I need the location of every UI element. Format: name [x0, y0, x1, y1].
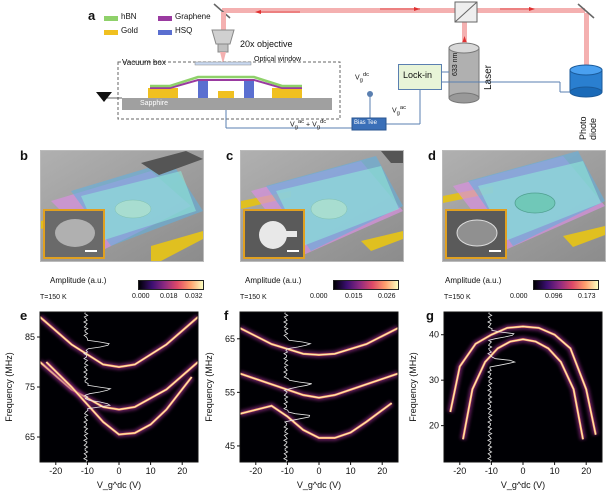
panel-label-d: d — [428, 148, 436, 163]
colorbar-tick: 0.032 — [185, 293, 203, 300]
mode-core — [40, 316, 198, 368]
vdc-label: Vgdc — [355, 72, 370, 84]
laser-label: Laser — [483, 64, 494, 90]
mode-core — [449, 326, 597, 435]
device-render-c — [240, 150, 404, 262]
sapphire-label: Sapphire — [140, 100, 169, 107]
bias-tee-label: Bias Tee — [354, 120, 377, 126]
y-tick-label: 40 — [429, 330, 439, 340]
legend-swatch-hsq — [158, 30, 172, 35]
y-tick-label: 30 — [429, 375, 439, 385]
colorbar-gradient — [333, 280, 399, 290]
colorbar-tick: 0.018 — [160, 293, 178, 300]
spectrum-trace — [83, 312, 112, 462]
x-tick-label: 20 — [377, 466, 387, 476]
photodiode-label: Photo diode — [578, 116, 598, 140]
legend-gold: Gold — [121, 26, 138, 35]
x-tick-label: 10 — [550, 466, 560, 476]
x-tick-label: 20 — [581, 466, 591, 476]
voltage-sum-label: Vgac + Vgdc — [290, 119, 327, 131]
x-tick-label: -20 — [49, 466, 62, 476]
device-render-d — [442, 150, 606, 262]
colorbar-title: Amplitude (a.u.) — [445, 276, 502, 285]
y-tick-label: 55 — [225, 387, 235, 397]
legend-graphene: Graphene — [175, 12, 211, 21]
y-tick-label: 20 — [429, 421, 439, 431]
legend-swatch-hbn — [104, 16, 118, 21]
device-render-b — [40, 150, 204, 262]
colorbar-tick: 0.000 — [132, 293, 150, 300]
legend-swatch-gold — [104, 30, 118, 35]
plot-background — [444, 312, 602, 462]
x-axis-label: V_g^dc (V) — [97, 480, 141, 490]
colorbar-tick: 0.000 — [310, 293, 328, 300]
x-tick-label: 0 — [116, 466, 121, 476]
panel-label-e: e — [20, 308, 28, 323]
colorbar-title: Amplitude (a.u.) — [245, 276, 302, 285]
y-tick-label: 65 — [25, 432, 35, 442]
x-tick-label: 10 — [346, 466, 356, 476]
mode-core — [462, 338, 584, 440]
x-tick-label: -20 — [453, 466, 466, 476]
legend-swatch-graphene — [158, 16, 172, 21]
objective-label: 20x objective — [240, 39, 293, 49]
colorbar-gradient — [533, 280, 599, 290]
x-tick-label: -10 — [81, 466, 94, 476]
lockin-label: Lock-in — [403, 70, 433, 80]
sem-inset-b — [43, 209, 105, 259]
vac-label: Vgac — [392, 105, 407, 117]
mode-core — [46, 361, 193, 435]
y-tick-label: 85 — [25, 332, 35, 342]
colorbar-tick: 0.000 — [510, 293, 528, 300]
colorbar-tick: 0.096 — [545, 293, 563, 300]
panel-label-a: a — [88, 8, 96, 23]
panel-label-b: b — [20, 148, 28, 163]
panel-label-g: g — [426, 308, 434, 323]
schematic-drawing — [96, 1, 603, 131]
x-tick-label: -20 — [249, 466, 262, 476]
vacuum-box-label: Vacuum box — [122, 58, 166, 67]
colorbar-gradient — [138, 280, 204, 290]
x-tick-label: -10 — [281, 466, 294, 476]
spectrum-trace — [487, 312, 517, 462]
y-tick-label: 65 — [225, 334, 235, 344]
mode-core — [240, 373, 398, 399]
x-tick-label: 0 — [520, 466, 525, 476]
y-axis-label: Frequency (MHz) — [4, 352, 14, 422]
colorbar-title: Amplitude (a.u.) — [50, 276, 107, 285]
panel-label-c: c — [226, 148, 234, 163]
mode-core — [240, 402, 392, 439]
temperature-label-f: T=150 K — [240, 294, 267, 301]
y-axis-label: Frequency (MHz) — [408, 352, 418, 422]
spectrum-trace — [283, 312, 312, 462]
sem-inset-c — [243, 209, 305, 259]
temperature-label-g: T=150 K — [444, 294, 471, 301]
x-tick-label: 20 — [177, 466, 187, 476]
panel-label-f: f — [224, 308, 229, 323]
y-axis-label: Frequency (MHz) — [204, 352, 214, 422]
legend-hbn: hBN — [121, 12, 137, 21]
laser-wavelength-label: 633 nm — [452, 52, 459, 76]
x-tick-label: 10 — [146, 466, 156, 476]
mode-core — [240, 327, 398, 356]
legend-hsq: HSQ — [175, 26, 193, 35]
colorbar-tick: 0.026 — [378, 293, 396, 300]
x-axis-label: V_g^dc (V) — [501, 480, 545, 490]
optical-window-label: Optical window — [254, 56, 302, 63]
colorbar-tick: 0.015 — [345, 293, 363, 300]
y-tick-label: 75 — [25, 382, 35, 392]
lockin-box — [398, 64, 442, 90]
sem-inset-d — [445, 209, 507, 259]
x-tick-label: -10 — [485, 466, 498, 476]
x-axis-label: V_g^dc (V) — [297, 480, 341, 490]
y-tick-label: 45 — [225, 441, 235, 451]
temperature-label-e: T=150 K — [40, 294, 67, 301]
x-tick-label: 0 — [316, 466, 321, 476]
colorbar-tick: 0.173 — [578, 293, 596, 300]
